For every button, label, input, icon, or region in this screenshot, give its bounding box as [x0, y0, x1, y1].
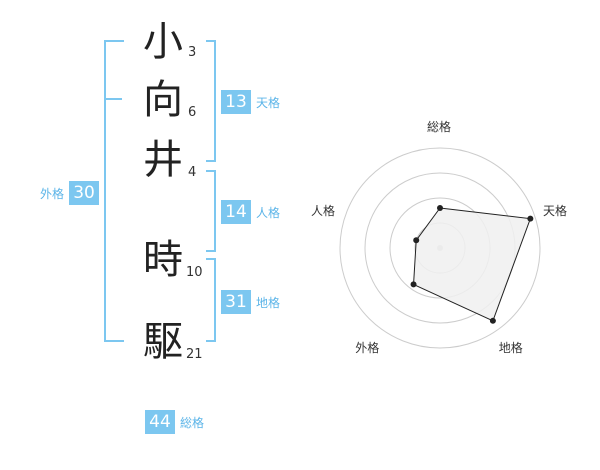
gaikaku-label: 外格	[40, 186, 65, 201]
tenkaku-value: 13	[221, 90, 251, 114]
radar-point-2	[489, 317, 496, 324]
jinkaku-label: 人格	[256, 205, 281, 220]
name-char-5: 駆	[143, 319, 183, 365]
radar-ring-4	[339, 147, 541, 349]
radar-axis-label-1: 天格	[543, 204, 568, 219]
radar-series-polygon	[413, 207, 532, 322]
stroke-count-2: 6	[188, 105, 197, 120]
radar-axis-label-4: 人格	[310, 204, 335, 219]
jinkaku-badge: 14 人格	[221, 200, 280, 224]
gaikaku-badge: 外格 30	[40, 181, 100, 205]
stroke-count-5: 21	[186, 347, 203, 362]
radar-point-0	[437, 205, 443, 211]
chikaku-badge: 31 地格	[221, 290, 280, 314]
chikaku-bracket	[206, 258, 216, 342]
radar-axis-label-3: 外格	[355, 340, 380, 355]
tenkaku-badge: 13 天格	[221, 90, 280, 114]
jinkaku-bracket	[206, 170, 216, 252]
chikaku-label: 地格	[256, 295, 281, 310]
name-char-2: 向	[143, 77, 183, 123]
jinkaku-value: 14	[221, 200, 251, 224]
name-char-1: 小	[143, 19, 183, 65]
radar-axis-label-2: 地格	[498, 340, 523, 355]
soukaku-label: 総格	[180, 415, 205, 430]
name-char-3: 井	[143, 137, 183, 183]
tenkaku-label: 天格	[256, 95, 281, 110]
stroke-count-1: 3	[188, 45, 197, 60]
chikaku-value: 31	[221, 290, 251, 314]
radar-point-3	[410, 281, 417, 288]
stroke-count-4: 10	[186, 265, 203, 280]
stroke-count-3: 4	[188, 165, 197, 180]
gaikaku-bracket	[104, 40, 124, 342]
gaikaku-value: 30	[69, 181, 100, 205]
radar-point-1	[527, 215, 534, 222]
gaikaku-bracket-mid	[104, 98, 122, 100]
soukaku-value: 44	[145, 410, 175, 434]
radar-axis-label-0: 総格	[427, 120, 452, 134]
name-char-4: 時	[143, 237, 183, 283]
tenkaku-bracket	[206, 40, 216, 162]
soukaku-badge: 44 総格	[145, 410, 204, 434]
radar-point-4	[413, 237, 420, 244]
